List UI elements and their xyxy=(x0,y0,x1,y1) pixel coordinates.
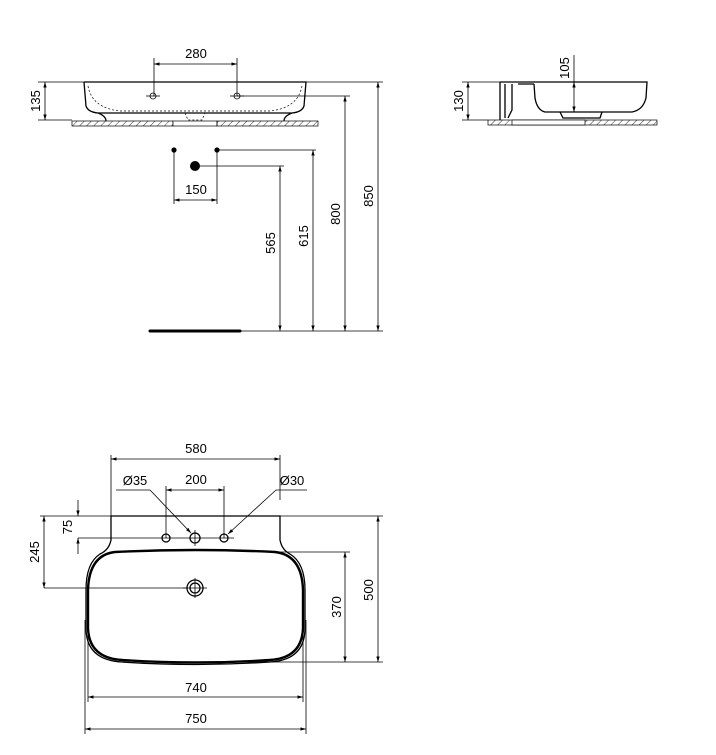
countertop-right xyxy=(216,120,319,127)
basin-side-outline xyxy=(499,81,648,120)
basin-inner-hidden xyxy=(87,85,303,112)
dim-total-depth: 500 xyxy=(361,579,376,601)
dim-tap-spacing: 280 xyxy=(185,46,207,61)
dim-total-width: 750 xyxy=(185,711,207,726)
countertop-gap xyxy=(172,120,218,127)
countertop-left xyxy=(71,120,174,127)
dim-supply-height: 615 xyxy=(296,225,311,247)
dim-supply-spacing: 150 xyxy=(185,182,207,197)
dim-waste-offset: 245 xyxy=(27,541,42,563)
plan-view: 580 200 Ø35 Ø30 75 245 370 500 740 750 xyxy=(27,441,383,734)
front-view: 280 135 150 565 615 800 850 xyxy=(28,46,383,333)
dim-bowl-width: 740 xyxy=(185,680,207,695)
waste-hidden xyxy=(184,112,206,121)
tap-hole-left xyxy=(146,92,160,100)
dim-side-height: 130 xyxy=(451,90,466,112)
basin-plan-outline xyxy=(85,515,306,666)
dim-tap-height: 800 xyxy=(328,203,343,225)
dim-side-hole-diameter: Ø30 xyxy=(280,473,305,488)
bowl-outline xyxy=(86,548,305,664)
dim-rim-height: 850 xyxy=(361,185,376,207)
dim-tap-hole-offset: 75 xyxy=(60,520,75,534)
dim-tap-hole-spacing: 200 xyxy=(185,472,207,487)
dim-bowl-depth-side: 105 xyxy=(557,57,572,79)
dim-basin-height: 135 xyxy=(28,90,43,112)
side-view: 130 105 xyxy=(451,55,658,126)
dim-waste-height: 565 xyxy=(263,232,278,254)
dim-tap-hole-diameter: Ø35 xyxy=(123,473,148,488)
basin-front-outline xyxy=(83,81,307,122)
dim-back-width: 580 xyxy=(185,441,207,456)
dim-bowl-depth: 370 xyxy=(329,596,344,618)
